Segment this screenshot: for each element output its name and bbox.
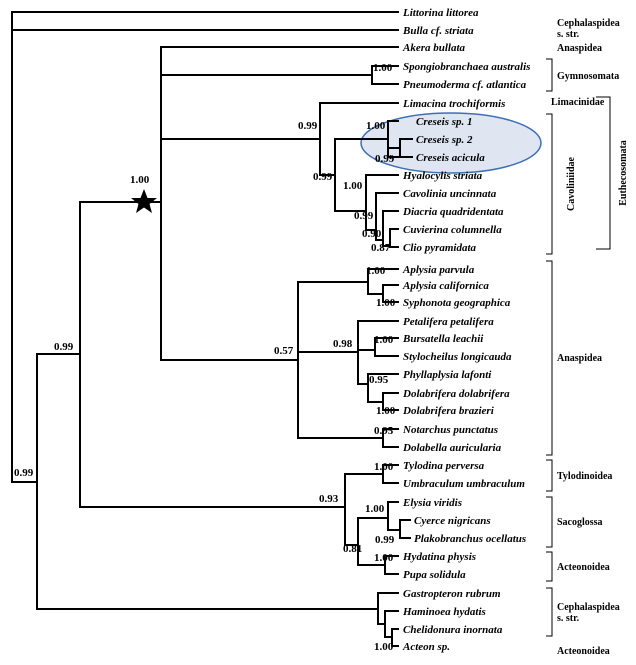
support-value: 0.99 xyxy=(375,153,395,165)
tree-branches xyxy=(11,11,413,647)
group-label-euthecosomata: Euthecosomata xyxy=(618,140,629,206)
group-label-tylodinoidea: Tylodinoidea xyxy=(557,471,612,482)
support-value: 0.95 xyxy=(374,425,394,437)
taxon-label: Hydatina physis xyxy=(402,551,476,563)
taxon-label: Aplysia parvula xyxy=(402,264,475,276)
support-value: 0.98 xyxy=(333,338,353,350)
taxon-label: Bursatella leachii xyxy=(402,333,484,345)
support-value: 1.00 xyxy=(374,461,394,473)
support-value: 0.87 xyxy=(371,242,391,254)
taxon-label: Notarchus punctatus xyxy=(402,424,498,436)
support-value: 1.00 xyxy=(376,405,396,417)
support-value: 0.93 xyxy=(319,493,339,505)
group-label-cephalaspidea: Cephalaspidea xyxy=(557,602,620,613)
taxon-label: Bulla cf. striata xyxy=(402,25,474,37)
taxon-label: Haminoea hydatis xyxy=(402,606,486,618)
support-value: 1.00 xyxy=(366,120,386,132)
support-value: 1.00 xyxy=(366,265,386,277)
taxon-label: Umbraculum umbraculum xyxy=(403,478,525,490)
support-value: 0.99 xyxy=(298,120,318,132)
support-value: 1.00 xyxy=(343,180,363,192)
support-value: 1.00 xyxy=(374,641,394,653)
taxon-label: Diacria quadridentata xyxy=(402,206,504,218)
taxon-label: Stylocheilus longicauda xyxy=(403,351,512,363)
taxon-label: Plakobranchus ocellatus xyxy=(414,533,526,545)
support-value: 0.99 xyxy=(375,534,395,546)
taxon-label: Littorina littorea xyxy=(402,7,479,19)
taxon-label: Clio pyramidata xyxy=(403,242,477,254)
support-value: 0.90 xyxy=(362,228,382,240)
taxon-label: Elysia viridis xyxy=(402,497,462,509)
taxon-label: Cyerce nigricans xyxy=(414,515,491,527)
support-value: 0.95 xyxy=(369,374,389,386)
group-label-acteonoidea: Acteonoidea xyxy=(557,646,610,657)
support-value: 1.00 xyxy=(365,503,385,515)
support-values: 0.99 0.99 1.00 1.00 0.99 0.99 1.00 0.99 … xyxy=(14,62,396,653)
support-value: 0.99 xyxy=(354,210,374,222)
taxon-label: Creseis sp. 2 xyxy=(416,134,473,146)
taxon-label: Acteon sp. xyxy=(402,641,450,653)
taxon-label: Creseis acicula xyxy=(416,152,485,164)
group-label-sacoglossa: Sacoglossa xyxy=(557,517,603,528)
taxon-label: Phyllaplysia lafonti xyxy=(403,369,492,381)
group-labels: Cephalaspidea s. str. Anaspidea Gymnosom… xyxy=(551,18,629,657)
group-label-acteonoidea: Acteonoidea xyxy=(557,562,610,573)
taxon-label: Syphonota geographica xyxy=(403,297,511,309)
support-value: 1.00 xyxy=(130,174,150,186)
taxon-label: Limacina trochiformis xyxy=(402,98,505,110)
taxon-label: Creseis sp. 1 xyxy=(416,116,473,128)
taxon-label: Tylodina perversa xyxy=(403,460,485,472)
taxon-labels: Littorina littorea Bulla cf. striata Ake… xyxy=(402,7,530,653)
taxon-label: Akera bullata xyxy=(402,42,466,54)
taxon-label: Dolabrifera brazieri xyxy=(402,405,495,417)
taxon-label: Aplysia californica xyxy=(402,280,489,292)
taxon-label: Pupa solidula xyxy=(403,569,466,581)
taxon-label: Hyalocylis striata xyxy=(402,170,483,182)
support-value: 0.57 xyxy=(274,345,294,357)
support-value: 0.81 xyxy=(343,543,362,555)
group-label-cavoliniidae: Cavoliniidae xyxy=(566,156,577,210)
support-value: 1.00 xyxy=(374,334,394,346)
support-value: 1.00 xyxy=(376,297,396,309)
group-label-gymnosomata: Gymnosomata xyxy=(557,71,619,82)
taxon-label: Chelidonura inornata xyxy=(403,624,503,636)
group-label-cephalaspidea: Cephalaspidea xyxy=(557,18,620,29)
taxon-label: Dolabella auricularia xyxy=(402,442,502,454)
taxon-label: Gastropteron rubrum xyxy=(403,588,501,600)
group-label-limacinidae: Limacinidae xyxy=(551,97,605,108)
support-value: 1.00 xyxy=(374,552,394,564)
group-label-cephalaspidea: s. str. xyxy=(557,29,580,40)
taxon-label: Spongiobranchaea australis xyxy=(403,61,530,73)
support-value: 0.99 xyxy=(54,341,74,353)
taxon-label: Cuvierina columnella xyxy=(403,224,502,236)
group-brackets xyxy=(546,58,611,637)
support-value: 0.99 xyxy=(14,467,34,479)
support-value: 0.99 xyxy=(313,171,333,183)
star-marker-icon xyxy=(131,189,157,213)
group-label-anaspidea: Anaspidea xyxy=(557,353,602,364)
taxon-label: Cavolinia uncinnata xyxy=(403,188,497,200)
taxon-label: Petalifera petalifera xyxy=(403,316,494,328)
taxon-label: Pneumoderma cf. atlantica xyxy=(403,79,527,91)
group-label-cephalaspidea: s. str. xyxy=(557,613,580,624)
taxon-label: Dolabrifera dolabrifera xyxy=(402,388,510,400)
support-value: 1.00 xyxy=(373,62,393,74)
group-label-anaspidea: Anaspidea xyxy=(557,43,602,54)
